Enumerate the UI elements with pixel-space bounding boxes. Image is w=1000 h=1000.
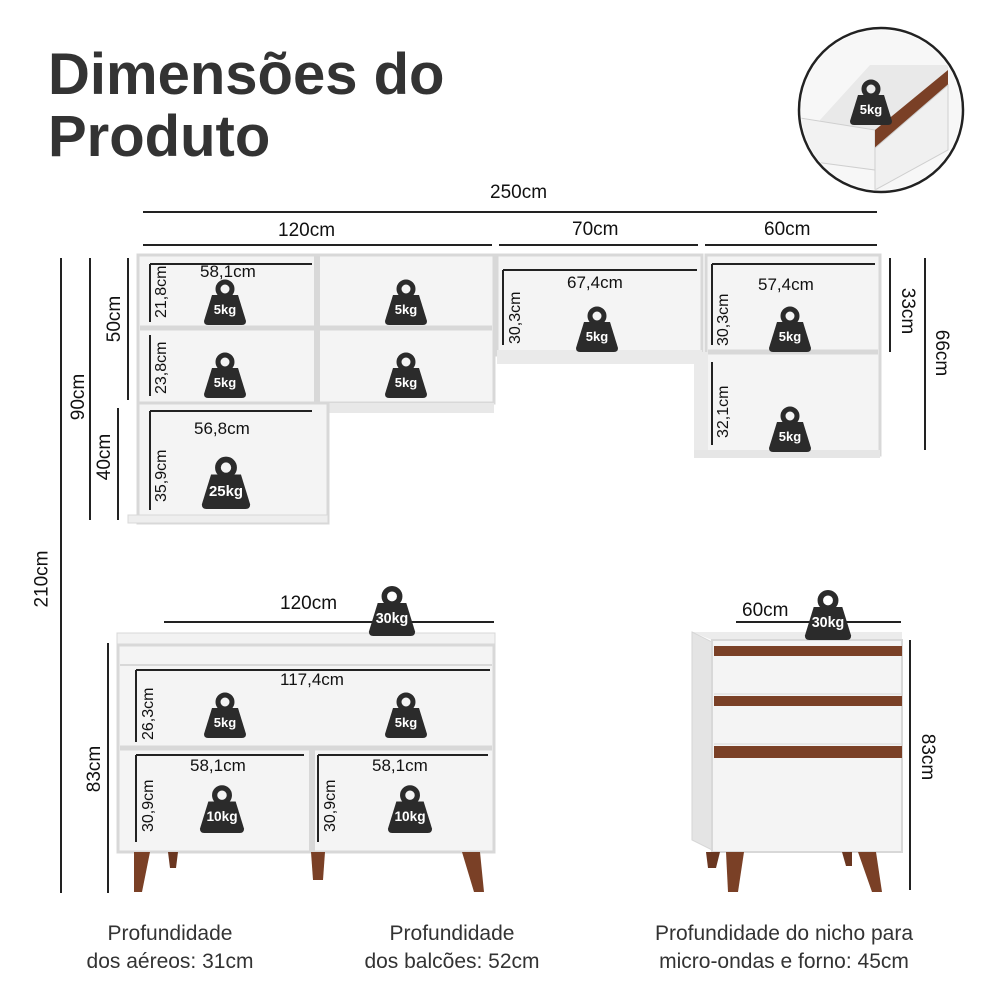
note-upper-depth-line1: Profundidade <box>107 922 233 945</box>
inner-height-1: 21,8cm <box>153 265 170 318</box>
weight-icon-5kg-label: 5kg <box>213 302 237 318</box>
weight-icon-30kg <box>804 589 852 640</box>
weight-icon-5kg-label: 5kg <box>394 375 418 391</box>
weight-icon-5kg-label: 5kg <box>213 375 237 391</box>
note-upper-depth: Profundidade dos aéreos: 31cm <box>72 920 268 976</box>
inner-height-5: 30,3cm <box>715 293 732 346</box>
weight-icon-5kg <box>204 692 246 738</box>
inner-height-2: 23,8cm <box>153 341 170 394</box>
weight-icon-5kg-label: 5kg <box>394 302 418 318</box>
title-line-1: Dimensões do <box>48 42 445 107</box>
dim-middle-width: 70cm <box>572 219 619 240</box>
note-niche-depth: Profundidade do nicho para micro-ondas e… <box>636 920 932 976</box>
dim-right-top-height: 33cm <box>897 287 919 335</box>
note-counter-depth-line2: dos balcões: 52cm <box>364 950 540 973</box>
note-niche-depth-line2: micro-ondas e forno: 45cm <box>659 950 909 973</box>
counter-right-width: 58,1cm <box>372 756 428 775</box>
weight-icon-5kg <box>769 406 811 452</box>
counter-left-width: 58,1cm <box>190 756 246 775</box>
weight-icon-5kg-label: 5kg <box>394 715 418 731</box>
note-counter-depth-line1: Profundidade <box>389 922 515 945</box>
note-counter-depth: Profundidade dos balcões: 52cm <box>348 920 556 976</box>
counter-width: 120cm <box>280 593 338 614</box>
inner-width-4: 57,4cm <box>758 275 814 294</box>
title-line-2: Produto <box>48 104 271 169</box>
weight-icon-5kg-label: 5kg <box>859 102 883 118</box>
weight-icons <box>199 79 892 833</box>
dim-total-height: 210cm <box>31 550 53 608</box>
weight-icon-10kg <box>199 785 245 833</box>
dim-right-total-height: 66cm <box>931 329 953 377</box>
weight-icon-5kg-label: 5kg <box>213 715 237 731</box>
dim-upper-height: 90cm <box>68 373 90 421</box>
counter-right-height: 30,9cm <box>322 779 339 832</box>
inner-width-3: 67,4cm <box>567 273 623 292</box>
page-title: Dimensões do Produto <box>48 44 444 168</box>
counter-left-height: 30,9cm <box>140 779 157 832</box>
weight-icon-5kg <box>850 79 892 125</box>
dim-left-width: 120cm <box>278 220 336 241</box>
weight-icon-5kg <box>769 306 811 352</box>
dim-right-width: 60cm <box>764 219 811 240</box>
inner-height-3: 35,9cm <box>153 449 170 502</box>
dim-counter-height: 83cm <box>84 745 106 793</box>
upper-cabinets <box>127 253 882 525</box>
dim-drawer-height: 83cm <box>917 733 939 781</box>
weight-icon-5kg <box>385 279 427 325</box>
weight-icon-30kg-label: 30kg <box>811 614 845 631</box>
weight-icon-5kg <box>385 352 427 398</box>
weight-icon-30kg <box>368 585 416 636</box>
counter-inner-width: 117,4cm <box>280 670 344 689</box>
weight-icon-10kg-label: 10kg <box>394 809 426 825</box>
counter-inner-height: 26,3cm <box>140 687 157 740</box>
weight-icon-5kg <box>385 692 427 738</box>
weight-icon-5kg <box>204 352 246 398</box>
dim-total-width: 250cm <box>490 182 548 203</box>
weight-icon-25kg <box>201 456 251 509</box>
weight-icon-5kg <box>576 306 618 352</box>
weight-icon-10kg <box>387 785 433 833</box>
weight-icon-5kg-label: 5kg <box>778 429 802 445</box>
drawer-unit <box>691 631 903 892</box>
drawer-unit-width: 60cm <box>742 600 789 621</box>
note-upper-depth-line2: dos aéreos: 31cm <box>86 950 254 973</box>
weight-icon-10kg-label: 10kg <box>206 809 238 825</box>
inner-width-1: 58,1cm <box>200 262 256 281</box>
inner-width-2: 56,8cm <box>194 419 250 438</box>
note-niche-depth-line1: Profundidade do nicho para <box>654 922 914 945</box>
weight-icon-5kg <box>204 279 246 325</box>
base-cabinet <box>116 632 496 892</box>
inner-height-4: 30,3cm <box>507 291 524 344</box>
dim-upper-bottom-height: 40cm <box>94 433 116 481</box>
weight-icon-30kg-label: 30kg <box>375 610 409 627</box>
weight-icon-5kg-label: 5kg <box>778 329 802 345</box>
weight-icon-5kg-label: 5kg <box>585 329 609 345</box>
weight-icon-25kg-label: 25kg <box>208 482 244 500</box>
inner-height-6: 32,1cm <box>715 385 732 438</box>
dim-upper-top-height: 50cm <box>104 295 126 343</box>
